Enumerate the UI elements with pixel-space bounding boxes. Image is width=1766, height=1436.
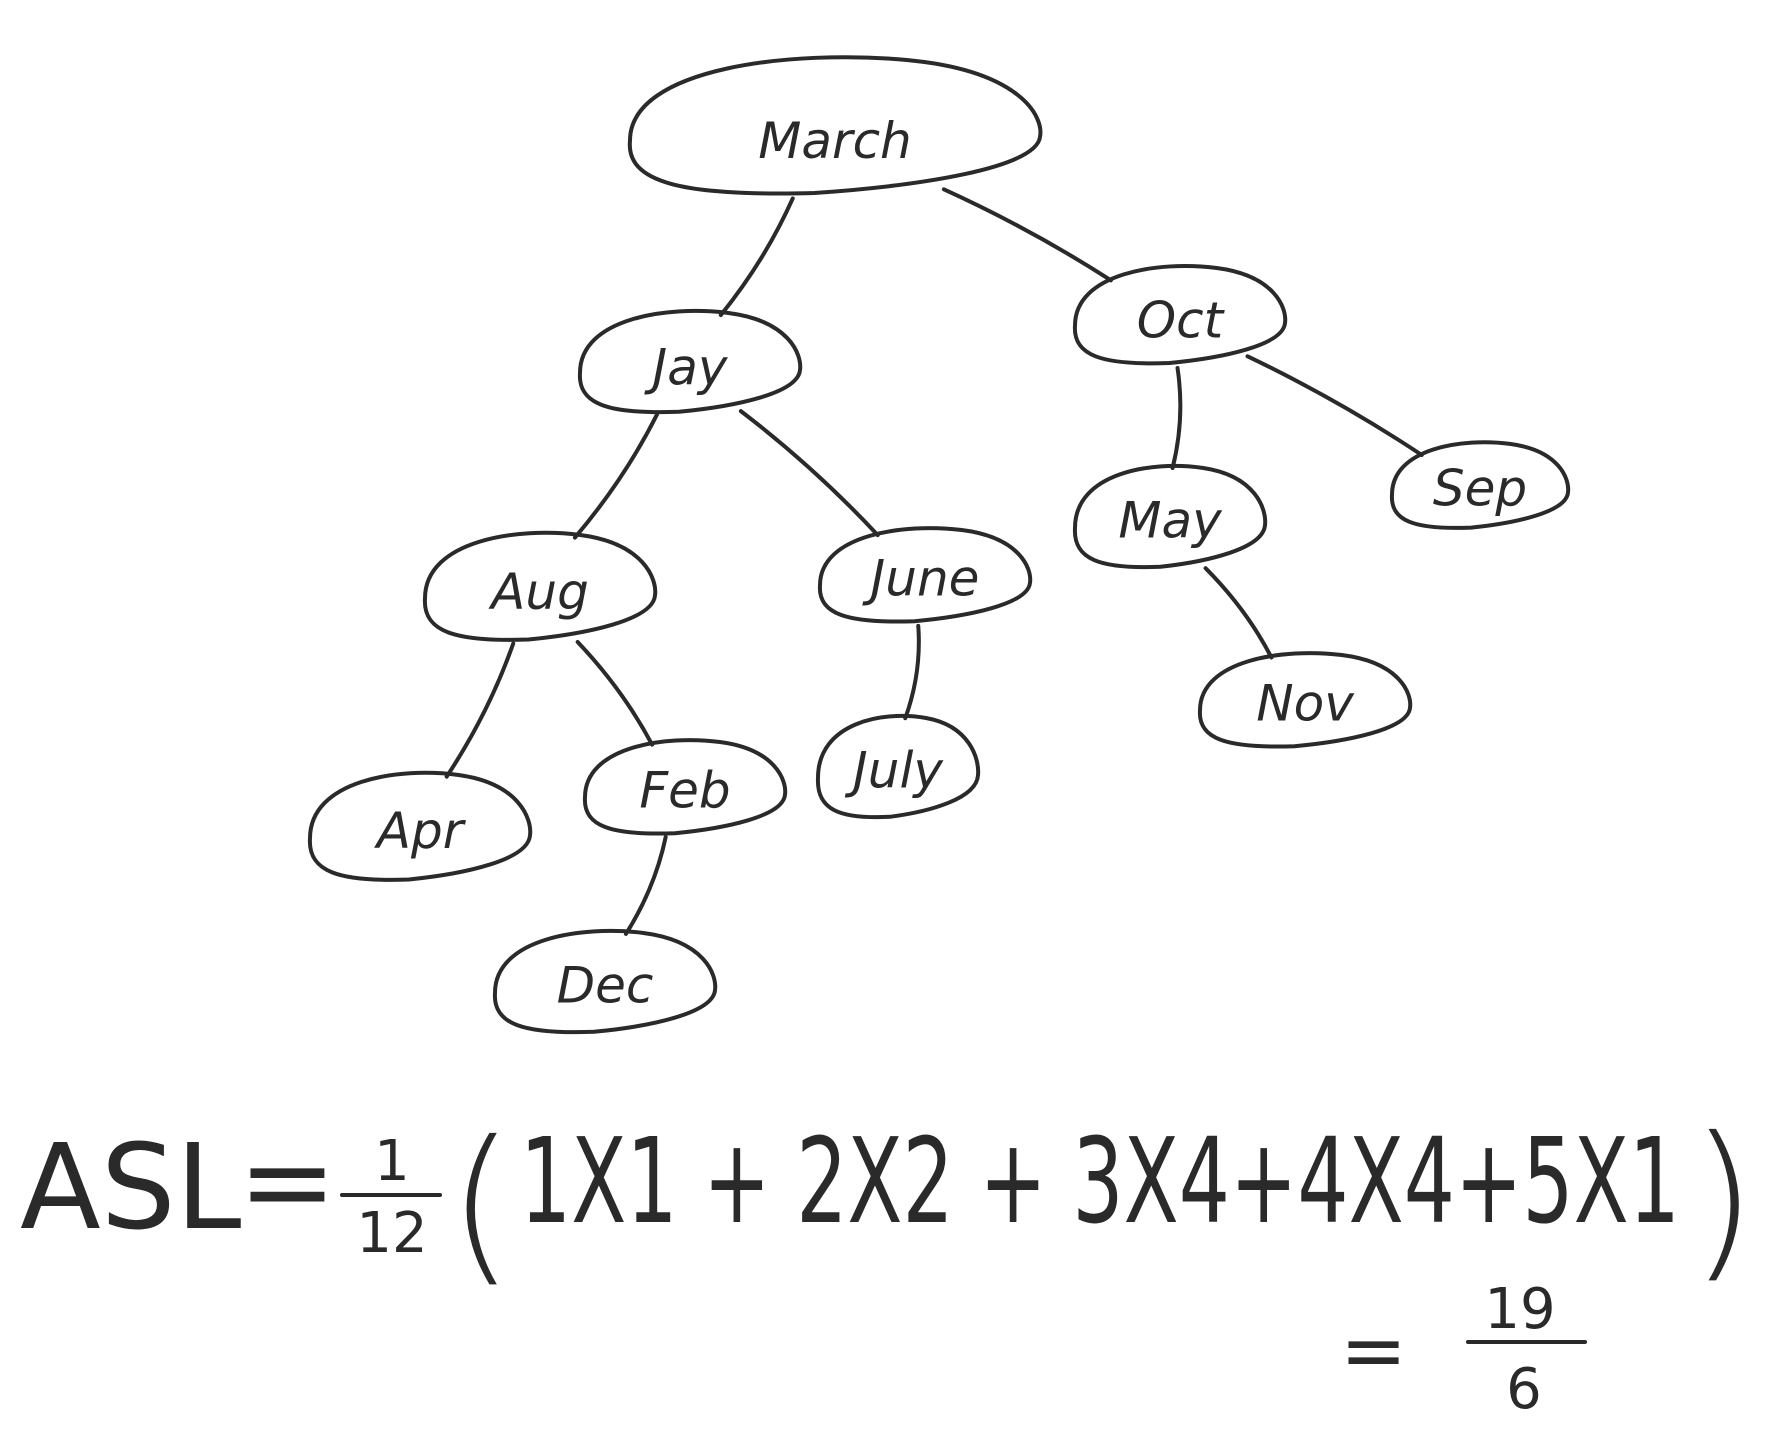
node-may-outline: [1072, 463, 1268, 570]
edge-march-oct: [941, 187, 1113, 283]
edge-aug-feb: [575, 639, 655, 747]
node-feb-label: Feb: [639, 762, 730, 820]
node-july: July: [815, 713, 981, 820]
result-numerator: 19: [1484, 1277, 1555, 1342]
node-march: March: [627, 55, 1043, 196]
node-jay-outline: [577, 308, 803, 415]
edge-oct-sep: [1245, 354, 1424, 458]
node-aug: Aug: [422, 530, 658, 642]
node-july-label: July: [844, 742, 944, 800]
node-apr-label: Apr: [374, 802, 467, 860]
node-feb: Feb: [582, 738, 788, 836]
asl-formula: ASL = 1 12 ( 1X1 + 2X2 + 3X4+4X4+5X1 ) =…: [20, 1101, 1756, 1422]
node-march-label: March: [758, 112, 912, 170]
edge-jay-june: [738, 409, 880, 538]
result-denominator: 6: [1506, 1357, 1542, 1422]
node-nov-outline: [1197, 651, 1413, 749]
edge-jay-aug: [572, 412, 659, 540]
edge-may-nov: [1203, 566, 1274, 660]
node-jay: Jay: [577, 308, 803, 415]
edge-feb-dec: [623, 835, 668, 936]
node-sep-label: Sep: [1433, 460, 1527, 518]
edge-aug-apr: [444, 641, 516, 779]
node-feb-outline: [582, 738, 788, 836]
node-june-outline: [817, 526, 1033, 624]
tree-edges: [444, 187, 1424, 936]
node-july-outline: [815, 713, 981, 820]
node-oct: Oct: [1072, 264, 1288, 366]
node-sep: Sep: [1389, 440, 1571, 530]
node-aug-outline: [422, 530, 658, 642]
node-june-label: June: [862, 550, 980, 608]
edge-march-jay: [718, 196, 795, 318]
node-oct-outline: [1072, 264, 1288, 366]
formula-frac-numerator: 1: [374, 1129, 410, 1194]
formula-expression: 1X1 + 2X2 + 3X4+4X4+5X1: [520, 1112, 1680, 1250]
node-oct-label: Oct: [1137, 292, 1226, 350]
node-nov: Nov: [1197, 651, 1413, 749]
node-jay-label: Jay: [644, 339, 729, 397]
edge-oct-may: [1170, 365, 1183, 471]
result-equals: =: [1340, 1304, 1407, 1397]
node-may-label: May: [1118, 492, 1223, 550]
node-nov-label: Nov: [1256, 675, 1355, 733]
node-dec: Dec: [492, 928, 718, 1035]
node-june: June: [817, 526, 1033, 624]
formula-frac-denominator: 12: [356, 1201, 427, 1266]
edge-june-july: [903, 623, 921, 721]
node-march-outline: [627, 55, 1043, 196]
node-dec-label: Dec: [557, 957, 654, 1015]
node-apr-outline: [307, 770, 533, 882]
node-sep-outline: [1389, 440, 1571, 530]
formula-lhs: ASL: [20, 1118, 242, 1256]
node-apr: Apr: [307, 770, 533, 882]
formula-equals: =: [238, 1112, 337, 1250]
formula-open-paren: (: [448, 1105, 514, 1303]
node-may: May: [1072, 463, 1268, 570]
node-dec-outline: [492, 928, 718, 1035]
node-aug-label: Aug: [488, 563, 589, 621]
formula-close-paren: ): [1690, 1101, 1756, 1299]
